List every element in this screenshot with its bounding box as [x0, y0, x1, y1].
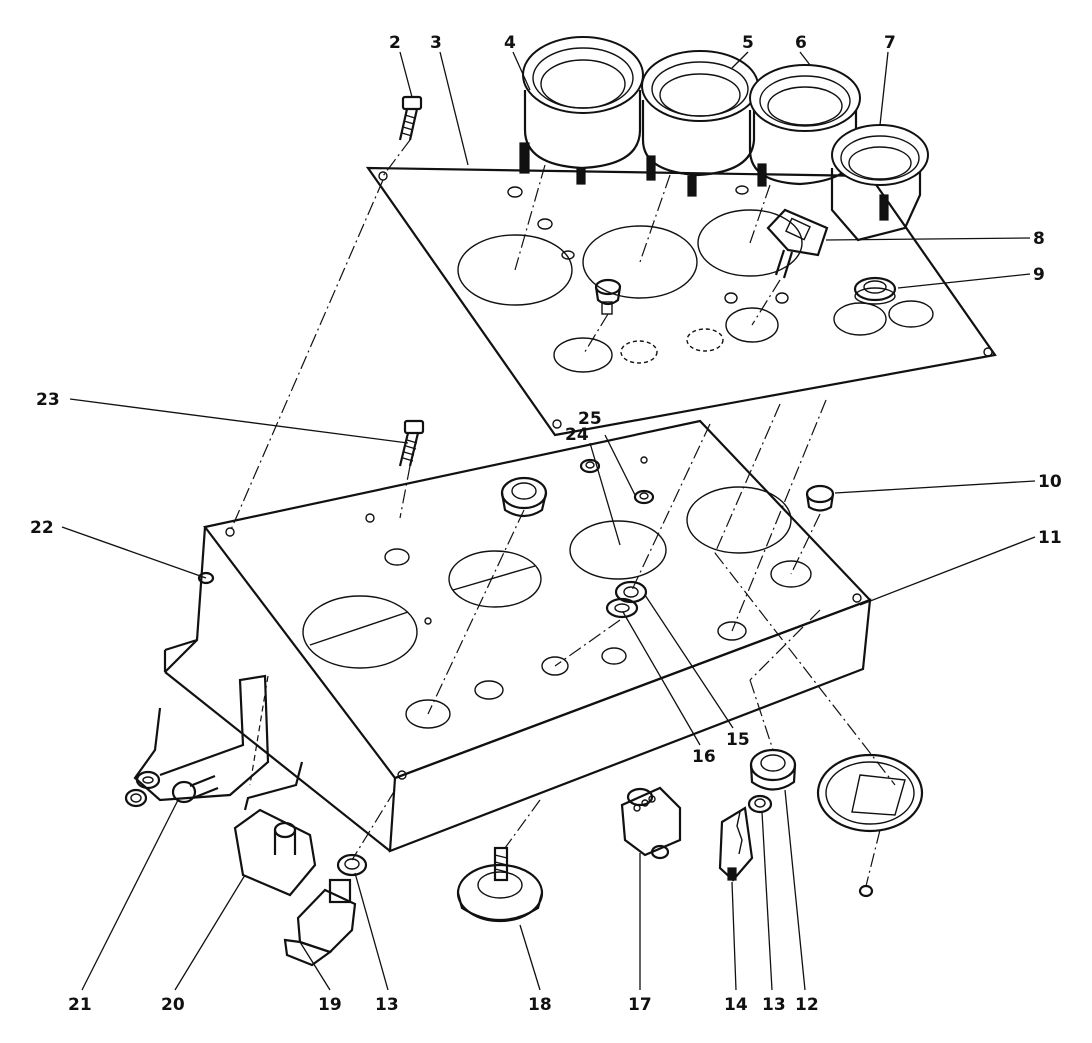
callout-6: 6 [795, 33, 807, 53]
callout-11: 11 [1038, 528, 1062, 548]
key-8 [766, 208, 829, 279]
callout-19: 19 [318, 995, 342, 1015]
callout-2: 2 [389, 33, 401, 53]
knob-10 [805, 484, 835, 512]
callout-7: 7 [884, 33, 896, 53]
callout-9: 9 [1033, 265, 1045, 285]
knob-upper [594, 278, 622, 315]
switch-19 [283, 878, 357, 967]
callout-24: 24 [565, 425, 589, 445]
lamp-socket [500, 476, 548, 518]
nut-25a [579, 458, 601, 474]
callout-13-right: 13 [762, 995, 786, 1015]
callout-10: 10 [1038, 472, 1062, 492]
gauge-4 [519, 36, 644, 185]
callout-23: 23 [36, 390, 60, 410]
nut-13-right [747, 794, 773, 814]
callout-22: 22 [30, 518, 54, 538]
screw-2 [398, 95, 423, 141]
screw-21 [171, 774, 219, 804]
callout-14: 14 [724, 995, 748, 1015]
lower-housing [133, 419, 872, 853]
nut-13-left [336, 853, 368, 877]
leader-lines [61, 51, 1036, 991]
callout-16: 16 [692, 747, 716, 767]
callout-4: 4 [504, 33, 516, 53]
callout-18: 18 [528, 995, 552, 1015]
callout-12: 12 [795, 995, 819, 1015]
switch-14 [718, 806, 754, 882]
washer-16 [605, 597, 639, 619]
rotary-switch-18 [456, 846, 544, 923]
callout-17: 17 [628, 995, 652, 1015]
connector-17 [620, 786, 682, 860]
callout-5: 5 [742, 33, 754, 53]
screw-23 [398, 419, 425, 467]
switch-20 [233, 808, 317, 897]
callout-15: 15 [726, 730, 750, 750]
upper-panel [365, 166, 997, 437]
nut-25b [633, 489, 655, 505]
nut-9 [853, 276, 897, 305]
alignment-centerlines [229, 139, 896, 887]
callout-8: 8 [1033, 229, 1045, 249]
callout-21: 21 [68, 995, 92, 1015]
callout-25: 25 [578, 409, 602, 429]
callout-20: 20 [161, 995, 185, 1015]
gauge-7 [830, 124, 929, 242]
nut-22 [197, 571, 215, 585]
callout-3: 3 [430, 33, 442, 53]
bezel-ring [816, 753, 924, 898]
callout-labels: 2 3 4 5 6 7 8 9 10 11 12 13 13 14 15 16 … [30, 33, 1062, 1015]
lamp-12 [749, 748, 797, 791]
callout-13-left: 13 [375, 995, 399, 1015]
washer-left [124, 770, 161, 808]
